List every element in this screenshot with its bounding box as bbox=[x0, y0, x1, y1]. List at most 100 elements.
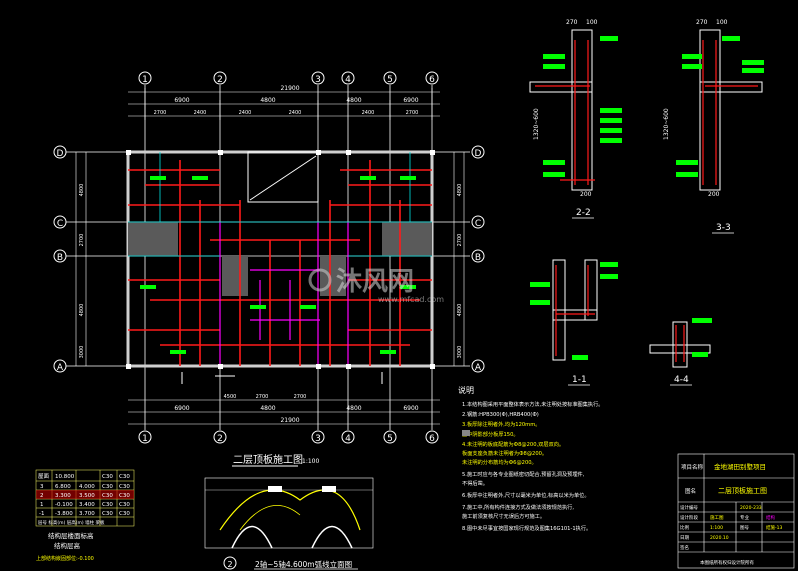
section-4-4 bbox=[649, 318, 712, 368]
notes-lines: 1.本结构图采用平面整体表示方法,未注明处按标准图集执行。 2.钢筋:HPB30… bbox=[462, 400, 603, 532]
s33-label: 3-3 bbox=[716, 223, 731, 233]
ft-r2-hh: 3.500 bbox=[79, 493, 95, 499]
tb-project-label: 项目名称 bbox=[681, 463, 704, 471]
ft-r3-f: 1 bbox=[40, 502, 44, 508]
plan-title: 二层顶板施工图 bbox=[233, 453, 303, 466]
tb-r4-1: 2020.10 bbox=[710, 535, 729, 541]
tb-footer: 本图纸所有权归设计院所有 bbox=[700, 559, 754, 566]
s22-label: 2-2 bbox=[576, 208, 591, 218]
axis-right-b: B bbox=[475, 253, 481, 263]
axis-bottom-4: 4 bbox=[345, 434, 351, 444]
plan-beams bbox=[128, 160, 432, 366]
ft-r4-c2: C30 bbox=[119, 511, 130, 517]
dim-top-sub-1: 2700 bbox=[154, 110, 167, 116]
tb-drawing-label: 图名 bbox=[685, 487, 696, 495]
s22-dim-200: 200 bbox=[580, 191, 592, 198]
axis-bottom-2: 2 bbox=[217, 434, 223, 444]
watermark-brand: 沐风网 bbox=[336, 267, 414, 297]
dim-left-2: 2700 bbox=[79, 234, 85, 247]
tb-r3-0: 比例 bbox=[680, 524, 689, 531]
shaded-legend bbox=[462, 430, 470, 436]
plan-columns bbox=[126, 150, 435, 369]
axis-top-4: 4 bbox=[345, 75, 351, 85]
axis-top-1: 1 bbox=[142, 75, 148, 85]
title-block bbox=[677, 453, 795, 569]
s22-dim-100: 100 bbox=[586, 19, 598, 26]
ft-r4-h: -3.800 bbox=[55, 511, 73, 517]
watermark: 沐风网 www.mfcad.com bbox=[308, 267, 444, 304]
axis-bottom-1: 1 bbox=[142, 434, 148, 444]
section-1-1 bbox=[530, 259, 618, 361]
section-2-2 bbox=[529, 29, 622, 191]
tb-r4-0: 日期 bbox=[680, 535, 689, 541]
elev-axis-2: 2 bbox=[227, 560, 232, 569]
side-axis-bubbles: D C B A D C B A bbox=[53, 145, 485, 373]
note-line-8: 不得后凿。 bbox=[462, 479, 488, 487]
note-line-6: 未注明的分布筋均为Ф6@200。 bbox=[462, 458, 537, 466]
tb-r2-1: 施工图 bbox=[710, 514, 724, 521]
axis-left-d: D bbox=[57, 149, 64, 159]
tb-r3-1: 1:100 bbox=[710, 525, 723, 531]
ft-r0-h: 10.800 bbox=[55, 474, 75, 480]
s11-label: 1-1 bbox=[572, 375, 587, 385]
dim-left-3: 4800 bbox=[79, 304, 85, 317]
dim-top-1: 6900 bbox=[174, 97, 189, 104]
tb-r2-0: 设计阶段 bbox=[680, 514, 698, 521]
dim-total-top: 21900 bbox=[280, 85, 299, 92]
plan-scale: 1:100 bbox=[302, 458, 319, 465]
dim-top-sub-4: 2400 bbox=[289, 110, 302, 116]
note-line-12: 8.图中未尽事宜按国家现行规范及图集16G101-1执行。 bbox=[462, 524, 591, 532]
dim-top-sub-2: 2400 bbox=[194, 110, 207, 116]
ft-r2-c2: C30 bbox=[119, 493, 130, 499]
axis-bottom-3: 3 bbox=[315, 434, 321, 444]
axis-top-5: 5 bbox=[387, 75, 393, 85]
s22-dim-270: 270 bbox=[566, 19, 578, 26]
dim-right-4: 3000 bbox=[457, 346, 463, 359]
dim-left-1: 4800 bbox=[79, 184, 85, 197]
ft-r4-c1: C30 bbox=[102, 511, 113, 517]
note-line-4: 4.未注明的板底配筋为Ф8@200,双层双向。 bbox=[462, 440, 564, 448]
axis-right-c: C bbox=[475, 219, 481, 229]
dim-bottom-2: 4800 bbox=[260, 405, 275, 412]
axis-left-a: A bbox=[57, 363, 64, 373]
s33-dim-270: 270 bbox=[696, 19, 708, 26]
s33-dim-1320: 1320~600 bbox=[663, 108, 670, 140]
tb-r5-0: 签名 bbox=[680, 544, 689, 551]
dim-stair-1: 4500 bbox=[224, 394, 237, 400]
section-markers-plan bbox=[181, 372, 383, 384]
tb-r2-3: 结构 bbox=[766, 514, 775, 521]
tb-drawing-value: 二层顶板施工图 bbox=[718, 486, 767, 495]
tb-r1-2: 2020-233 bbox=[740, 505, 762, 511]
axis-top-2: 2 bbox=[217, 75, 223, 85]
tb-r1-0: 设计编号 bbox=[680, 504, 698, 511]
note-line-5: 板面支座负筋未注明者为Ф8@200。 bbox=[462, 449, 547, 457]
axis-bottom-6: 6 bbox=[429, 434, 435, 444]
notes-title: 说明 bbox=[458, 385, 474, 395]
s33-dim-200: 200 bbox=[708, 191, 720, 198]
section-3-3 bbox=[676, 29, 764, 191]
dim-right-2: 2700 bbox=[457, 234, 463, 247]
ft-caption1: 结构层楼面标高 bbox=[48, 531, 94, 540]
tb-r3-3: 结施-13 bbox=[766, 524, 782, 531]
axis-left-b: B bbox=[57, 253, 63, 263]
bottom-dimensions bbox=[128, 399, 440, 425]
plan-stair-void bbox=[247, 151, 319, 203]
dim-top-sub-5: 2400 bbox=[362, 110, 375, 116]
ft-r2-h: 3.300 bbox=[55, 493, 71, 499]
ft-r1-f: 3 bbox=[40, 484, 44, 490]
ft-caption2: 结构层高 bbox=[54, 541, 81, 550]
ft-r0-c2: C30 bbox=[119, 474, 130, 480]
note-line-2: 3.板厚除注明者外,均为120mm。 bbox=[462, 420, 540, 428]
dim-top-2: 4800 bbox=[260, 97, 275, 104]
title-block-text: 项目名称 金地湖田别墅项目 图名 二层顶板施工图 设计编号 2020-233 设… bbox=[680, 462, 782, 566]
ft-r2-f: 2 bbox=[40, 493, 44, 499]
dim-top-sub-3: 2400 bbox=[239, 110, 252, 116]
note-line-10: 7.施工中,所有构件连接方式及做法须按规范执行, bbox=[462, 503, 574, 511]
dim-stair-2: 2700 bbox=[256, 394, 269, 400]
ft-r2-c1: C30 bbox=[102, 493, 113, 499]
ft-r1-h: 6.800 bbox=[55, 484, 71, 490]
ft-r4-hh: 3.700 bbox=[79, 511, 95, 517]
top-axis-bubbles: 1 2 3 4 5 6 bbox=[138, 71, 439, 85]
axis-right-a: A bbox=[475, 363, 482, 373]
